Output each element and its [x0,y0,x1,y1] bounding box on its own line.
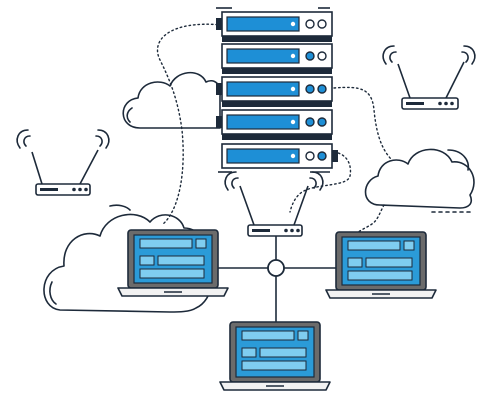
network-hub [267,259,285,277]
dotted-connections [156,23,393,235]
network-links [218,236,336,322]
server-unit [216,11,333,42]
cloud-right [364,148,475,213]
router-left [16,129,110,196]
server-unit [221,43,333,74]
cloud-top-left [122,71,222,129]
cloud-bottom-left [43,204,213,313]
router-center [224,171,324,237]
laptop-left [117,229,229,297]
laptop-right [325,231,437,299]
server-rack [216,7,338,173]
server-unit [216,109,333,140]
server-unit [221,143,338,169]
router-right [382,45,476,110]
laptop-bottom [219,321,331,391]
server-unit [216,76,333,107]
